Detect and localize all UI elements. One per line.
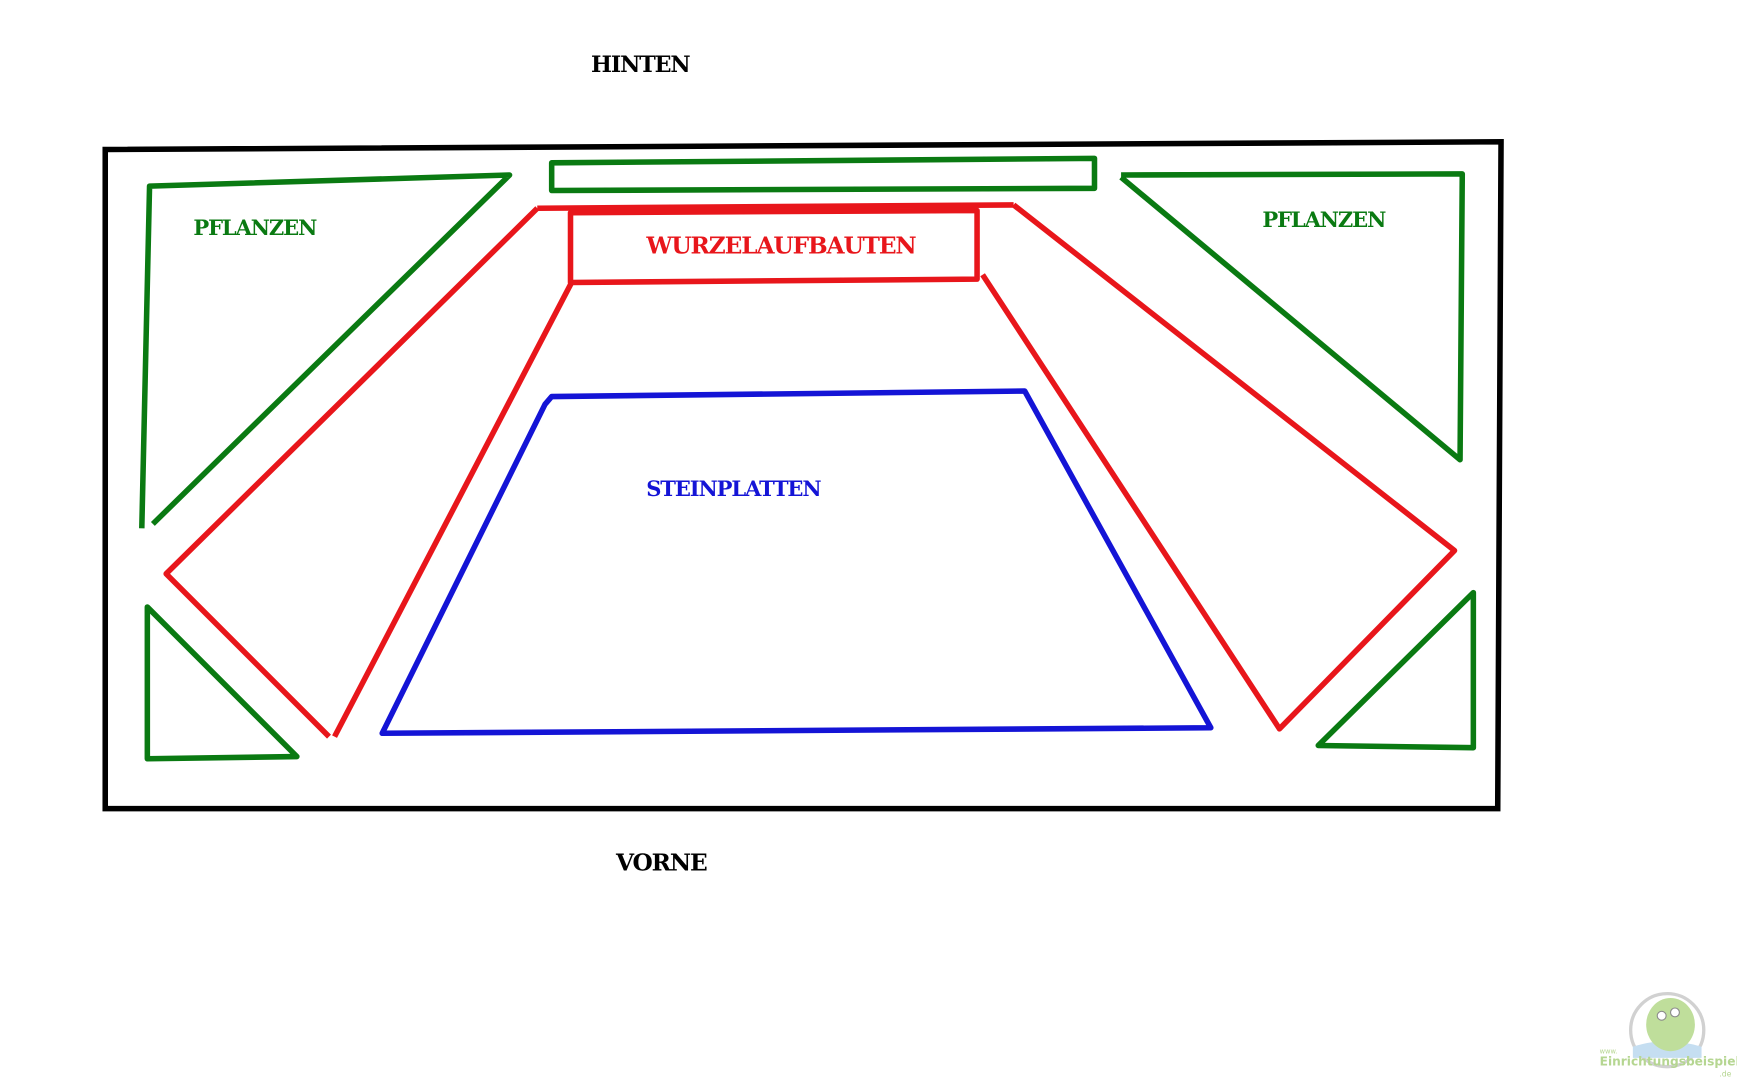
fish-eye-icon <box>1656 1010 1667 1021</box>
label-back: HINTEN <box>591 52 690 78</box>
root-zone-outline-left <box>163 206 540 739</box>
plant-zone-right-back <box>1119 171 1466 463</box>
plant-zone-left-front <box>144 604 300 762</box>
root-zone-top <box>537 202 1014 212</box>
watermark-prefix: www. <box>1600 1047 1618 1055</box>
label-plants-left: PFLANZEN <box>193 215 317 240</box>
root-structure-box <box>567 207 980 286</box>
watermark-name: Einrichtungsbeispiele <box>1600 1055 1737 1069</box>
root-zone-outline-right <box>980 202 1458 732</box>
label-plants-right: PFLANZEN <box>1262 207 1386 232</box>
plant-zones <box>139 155 1477 762</box>
label-stone-plates: STEINPLATTEN <box>646 476 821 501</box>
plant-zone-right-front <box>1315 589 1477 751</box>
plant-zone-back-strip <box>548 155 1098 194</box>
root-zones <box>163 202 1458 739</box>
tank-outline <box>102 138 1504 812</box>
watermark-suffix: .de <box>1719 1070 1731 1079</box>
root-zone-inner-left <box>332 281 575 738</box>
stone-plate-zone <box>379 388 1214 737</box>
watermark-ring <box>1628 991 1706 1069</box>
label-roots: WURZELAUFBAUTEN <box>645 233 916 260</box>
plant-zone-left-back <box>139 172 513 529</box>
fish-eye-icon <box>1669 1007 1680 1018</box>
watermark-logo: www. Einrichtungsbeispiele .de <box>1600 991 1737 1079</box>
fish-icon <box>1646 998 1695 1052</box>
label-front: VORNE <box>615 850 707 877</box>
